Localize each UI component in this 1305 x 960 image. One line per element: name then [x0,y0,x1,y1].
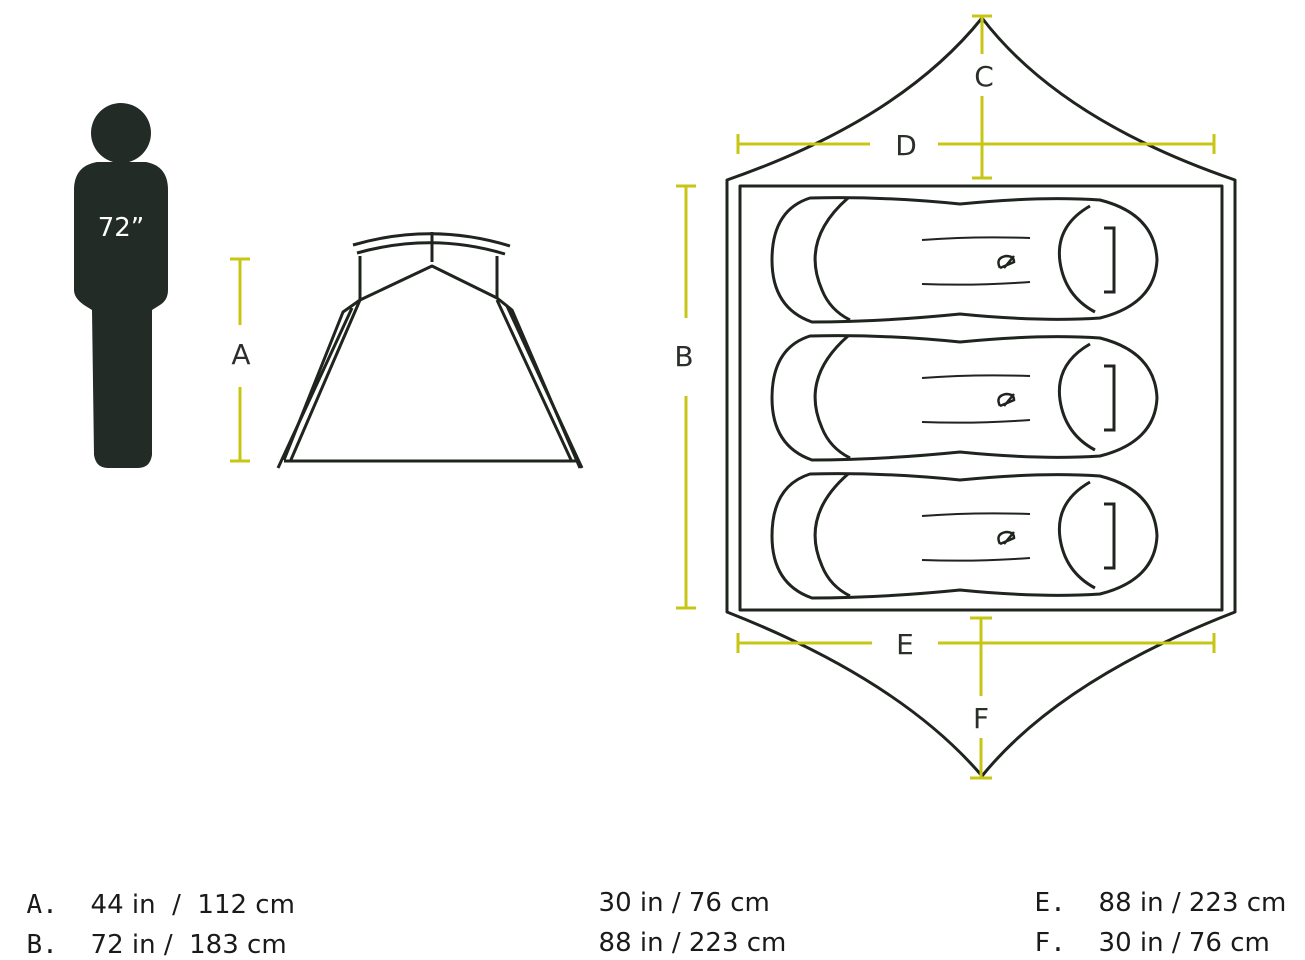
dimension-c [972,14,992,180]
spec-value: 30 in / 76 cm [1098,928,1270,958]
spec-b: B. 72 in / 183 cm [10,906,287,958]
spec-f: F. 30 in / 76 cm [1018,904,1270,956]
dimension-b-label: B [674,340,693,373]
dimension-c-label: C [974,60,994,93]
spec-c: 30 in / 76 cm [582,864,770,916]
dimension-f-label: F [973,702,989,735]
dimension-d-label: D [895,129,917,162]
dimension-e-label: E [896,628,914,661]
spec-e: E. 88 in / 223 cm [1018,864,1287,918]
sleeping-bag [770,334,1159,462]
dimension-d [736,134,1216,154]
spec-d: 88 in / 223 cm [582,904,787,958]
spec-value: 72 in / 183 cm [90,930,287,960]
spec-letter: B. [26,930,58,960]
dimension-b [676,184,696,610]
spec-value: 88 in / 223 cm [1098,888,1287,918]
sleeping-bag [770,472,1159,600]
person-silhouette: 72” [74,103,168,468]
tent-floor-plan [725,16,1237,778]
spec-letter: F. [1034,928,1066,958]
spec-value: 88 in / 223 cm [598,928,787,958]
dimension-e [736,633,1216,653]
dimension-f [970,616,992,780]
dimension-a [230,257,250,463]
spec-value: 30 in / 76 cm [598,888,770,918]
spec-a: A. 44 in / 112 cm [10,866,295,918]
person-height-label: 72” [98,213,145,243]
spec-letter: A. [26,890,58,920]
tent-side-view [276,232,584,469]
sleeping-bag [770,196,1159,324]
spec-letter: E. [1034,888,1066,918]
dimension-a-label: A [231,338,250,371]
spec-value: 44 in / 112 cm [90,890,295,920]
